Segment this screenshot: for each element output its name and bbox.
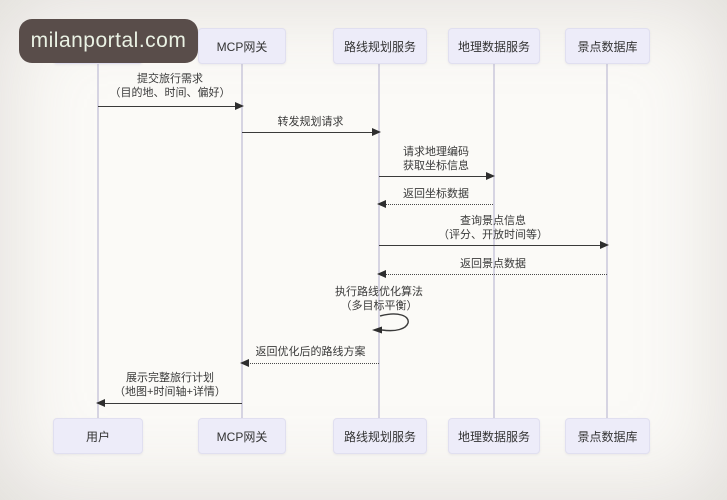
message-arrow-return-poi-data <box>377 270 607 278</box>
message-arrow-submit-travel-request <box>98 102 244 110</box>
actor-bottom-user: 用户 <box>53 418 143 454</box>
message-arrow-request-geocoding <box>379 172 495 180</box>
message-label-request-geocoding: 请求地理编码 获取坐标信息 <box>403 146 469 172</box>
arrowhead-left-icon <box>96 399 105 407</box>
message-arrow-return-coordinate-data <box>377 200 493 208</box>
message-label-submit-travel-request: 提交旅行需求 （目的地、时间、偏好） <box>109 73 231 99</box>
message-label-run-route-optimization: 执行路线优化算法 （多目标平衡） <box>335 286 423 312</box>
message-label-return-coordinate-data: 返回坐标数据 <box>403 188 469 200</box>
arrowhead-left-icon <box>240 359 249 367</box>
arrowhead-right-icon <box>235 102 244 110</box>
message-arrow-show-full-travel-plan <box>96 399 242 407</box>
actor-bottom-route-planning-service: 路线规划服务 <box>333 418 427 454</box>
self-loop-arrow <box>372 313 409 334</box>
message-label-query-poi-info: 查询景点信息 （评分、开放时间等） <box>438 215 548 241</box>
arrowhead-right-icon <box>486 172 495 180</box>
lifeline-route-planning-service <box>378 64 380 418</box>
message-arrow-return-optimized-route <box>240 359 379 367</box>
actor-bottom-geo-data-service: 地理数据服务 <box>448 418 540 454</box>
actor-bottom-mcp-gateway: MCP网关 <box>198 418 286 454</box>
arrowhead-right-icon <box>372 128 381 136</box>
arrowhead-left-icon <box>377 200 386 208</box>
message-label-return-optimized-route: 返回优化后的路线方案 <box>255 346 366 358</box>
lifeline-mcp-gateway <box>241 64 243 418</box>
message-label-return-poi-data: 返回景点数据 <box>460 258 526 270</box>
message-arrow-forward-planning-request <box>242 128 381 136</box>
arrowhead-right-icon <box>600 241 609 249</box>
actor-bottom-poi-database: 景点数据库 <box>565 418 650 454</box>
message-label-show-full-travel-plan: 展示完整旅行计划 （地图+时间轴+详情） <box>114 372 226 398</box>
watermark-badge: milanportal.com <box>19 19 198 63</box>
actor-top-geo-data-service: 地理数据服务 <box>448 28 540 64</box>
lifeline-user <box>97 64 99 418</box>
message-label-forward-planning-request: 转发规划请求 <box>277 116 344 128</box>
actor-top-poi-database: 景点数据库 <box>565 28 650 64</box>
message-arrow-query-poi-info <box>379 241 609 249</box>
lifeline-geo-data-service <box>493 64 495 418</box>
actor-top-route-planning-service: 路线规划服务 <box>333 28 427 64</box>
arrowhead-left-icon <box>377 270 386 278</box>
actor-top-mcp-gateway: MCP网关 <box>198 28 286 64</box>
